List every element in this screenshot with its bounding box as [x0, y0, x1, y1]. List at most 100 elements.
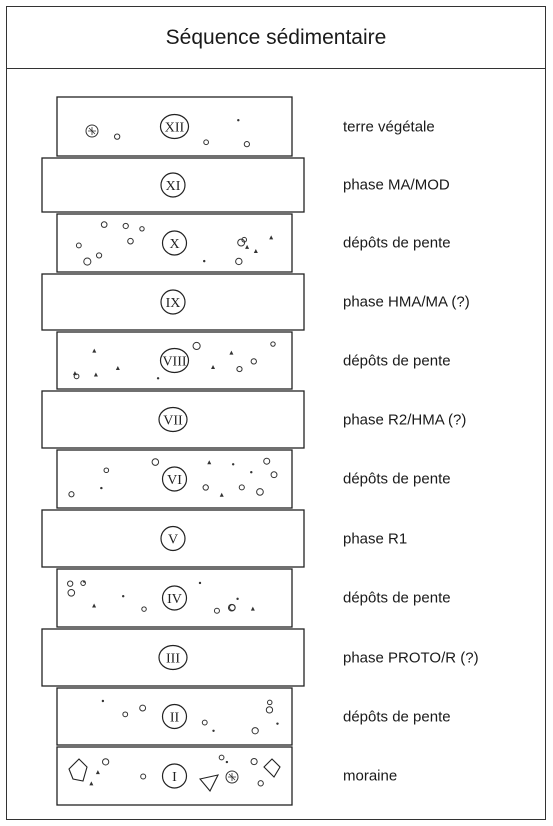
layer-numeral: VI: [167, 473, 182, 488]
shell-fossil: [88, 127, 96, 135]
layer-numeral: IV: [167, 592, 182, 607]
pebble: [203, 139, 209, 146]
pebble: [256, 488, 264, 496]
grain: [93, 372, 98, 377]
layer-numeral: VII: [163, 414, 183, 429]
numeral-circle: [161, 585, 188, 611]
grain: [211, 364, 216, 369]
grain: [83, 580, 86, 583]
pebble: [80, 580, 86, 586]
numeral-circle: [160, 525, 186, 552]
layer-caption: phase HMA/MA (?): [343, 293, 470, 311]
grain: [245, 244, 250, 249]
numeral-circle: [161, 703, 188, 730]
grain: [115, 365, 120, 370]
layer-box: [56, 213, 293, 273]
pebble: [213, 607, 220, 614]
grain: [225, 760, 229, 764]
grain: [276, 722, 279, 725]
layer-caption: terre végétale: [343, 118, 435, 135]
layer-numeral: V: [168, 533, 178, 548]
pebble: [139, 704, 147, 712]
pebble: [102, 758, 110, 766]
pebble: [266, 699, 273, 706]
pebble: [67, 580, 74, 587]
pebble: [218, 754, 225, 761]
layer-numeral: II: [170, 711, 180, 726]
layer-caption: dépôts de pente: [343, 708, 451, 725]
grain: [92, 348, 97, 353]
layer-numeral: XI: [166, 179, 181, 194]
pebble: [122, 711, 129, 718]
pebble: [122, 222, 129, 230]
numeral-circle: [160, 289, 186, 315]
pebble: [236, 365, 243, 373]
grain: [236, 597, 239, 601]
grain: [250, 606, 255, 611]
layer-caption: phase PROTO/R (?): [343, 649, 479, 666]
layer-numeral: IX: [166, 296, 181, 311]
diagram-title: Séquence sédimentaire: [7, 7, 545, 69]
pebble: [201, 719, 208, 726]
layer-numeral: III: [166, 652, 180, 667]
layer-caption: dépôts de pente: [343, 589, 451, 607]
grain: [237, 119, 240, 122]
boulder: [68, 758, 88, 782]
layer-caption: phase MA/MOD: [343, 176, 450, 194]
grain: [89, 781, 94, 786]
layer-caption: phase R2/HMA (?): [343, 411, 467, 428]
layer-caption: dépôts de pente: [343, 234, 451, 252]
shell-fossil: [225, 770, 239, 784]
pebble: [265, 706, 274, 714]
layer-numeral: X: [169, 237, 179, 252]
numeral-circle: [161, 230, 188, 256]
grain: [100, 486, 103, 490]
pebble: [243, 141, 250, 148]
pebble: [151, 458, 160, 466]
grain: [253, 249, 258, 254]
grain: [122, 595, 125, 598]
pebble: [238, 484, 245, 491]
pebble: [113, 133, 121, 140]
grain: [101, 699, 105, 703]
layer-caption: moraine: [343, 767, 398, 785]
pebble: [251, 727, 259, 735]
numeral-circle: [160, 172, 186, 198]
pebble: [192, 341, 201, 351]
numeral-circle: [158, 406, 188, 433]
grain: [203, 259, 206, 263]
pebble: [237, 238, 246, 247]
layer-numeral: I: [172, 770, 177, 785]
numeral-circle: [161, 466, 188, 492]
grain: [219, 492, 224, 497]
pebble: [235, 257, 243, 266]
layer-numeral: VIII: [162, 355, 186, 370]
numeral-circle: [159, 113, 190, 140]
pebble: [270, 341, 276, 347]
shell-fossil: [228, 773, 236, 781]
pebble: [75, 242, 82, 249]
layer-caption: dépôts de pente: [343, 352, 451, 369]
numeral-circle: [159, 347, 190, 374]
pebble: [73, 373, 80, 380]
grain: [212, 729, 215, 732]
shell-fossil: [85, 124, 99, 138]
layer-caption: dépôts de pente: [343, 470, 451, 488]
grain: [231, 463, 235, 466]
grain: [269, 235, 274, 240]
pebble: [103, 467, 110, 474]
pebble: [139, 226, 145, 232]
pebble: [68, 491, 75, 498]
pebble: [95, 252, 103, 259]
layer-caption: phase R1: [343, 530, 408, 547]
pebble: [263, 457, 271, 465]
grain: [156, 377, 160, 380]
pebble: [67, 588, 76, 597]
pebble: [202, 484, 209, 491]
pebble: [100, 221, 108, 228]
pebble: [257, 780, 264, 787]
boulder: [198, 774, 220, 792]
pebble: [127, 237, 134, 245]
diagram-frame: Séquence sédimentaire: [6, 6, 546, 820]
